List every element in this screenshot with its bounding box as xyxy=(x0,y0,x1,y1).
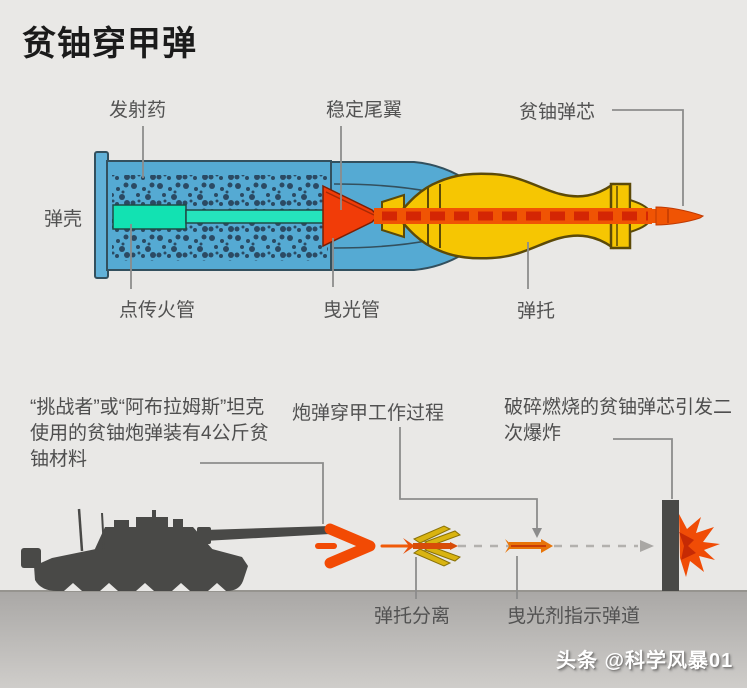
label-fins: 稳定尾翼 xyxy=(326,100,403,121)
leader-lines-top xyxy=(130,109,684,289)
tank-silhouette xyxy=(21,508,330,591)
label-case: 弹壳 xyxy=(44,209,83,230)
impact-explosion xyxy=(679,514,720,577)
penetrator-tip xyxy=(655,206,705,226)
label-tracer-trajectory: 曳光剂指示弹道 xyxy=(507,606,641,627)
trajectory-arrow xyxy=(640,540,654,552)
label-du-core: 贫铀弹芯 xyxy=(519,102,596,123)
igniter-tube xyxy=(112,204,187,230)
armor-wall xyxy=(662,500,679,591)
note-tank: “挑战者”或“阿布拉姆斯”坦克使用的贫铀炮弹装有4公斤贫铀材料 xyxy=(30,397,269,470)
tracer-dart xyxy=(505,539,553,553)
sabot-petals xyxy=(412,525,462,567)
igniter-tube-thin xyxy=(185,209,328,224)
ground xyxy=(0,590,747,688)
label-tracer-tube: 曳光管 xyxy=(323,300,381,321)
sabot-separation-dart xyxy=(403,525,462,567)
watermark: 头条 @科学风暴01 xyxy=(556,650,734,672)
muzzle-flash xyxy=(315,523,376,569)
label-igniter: 点传火管 xyxy=(119,300,196,321)
page-title: 贫铀穿甲弹 xyxy=(22,25,197,63)
note-process: 炮弹穿甲工作过程 xyxy=(292,403,445,424)
shell-cross-section xyxy=(94,151,705,279)
leader-lines-bottom xyxy=(200,427,673,599)
pointer-arrow xyxy=(532,528,542,538)
track-notches xyxy=(64,583,226,591)
label-sabot: 弹托 xyxy=(517,301,556,322)
label-propellant: 发射药 xyxy=(109,100,167,121)
note-explosion: 破碎燃烧的贫铀弹芯引发二次爆炸 xyxy=(504,397,733,444)
label-sabot-separation: 弹托分离 xyxy=(374,606,451,627)
